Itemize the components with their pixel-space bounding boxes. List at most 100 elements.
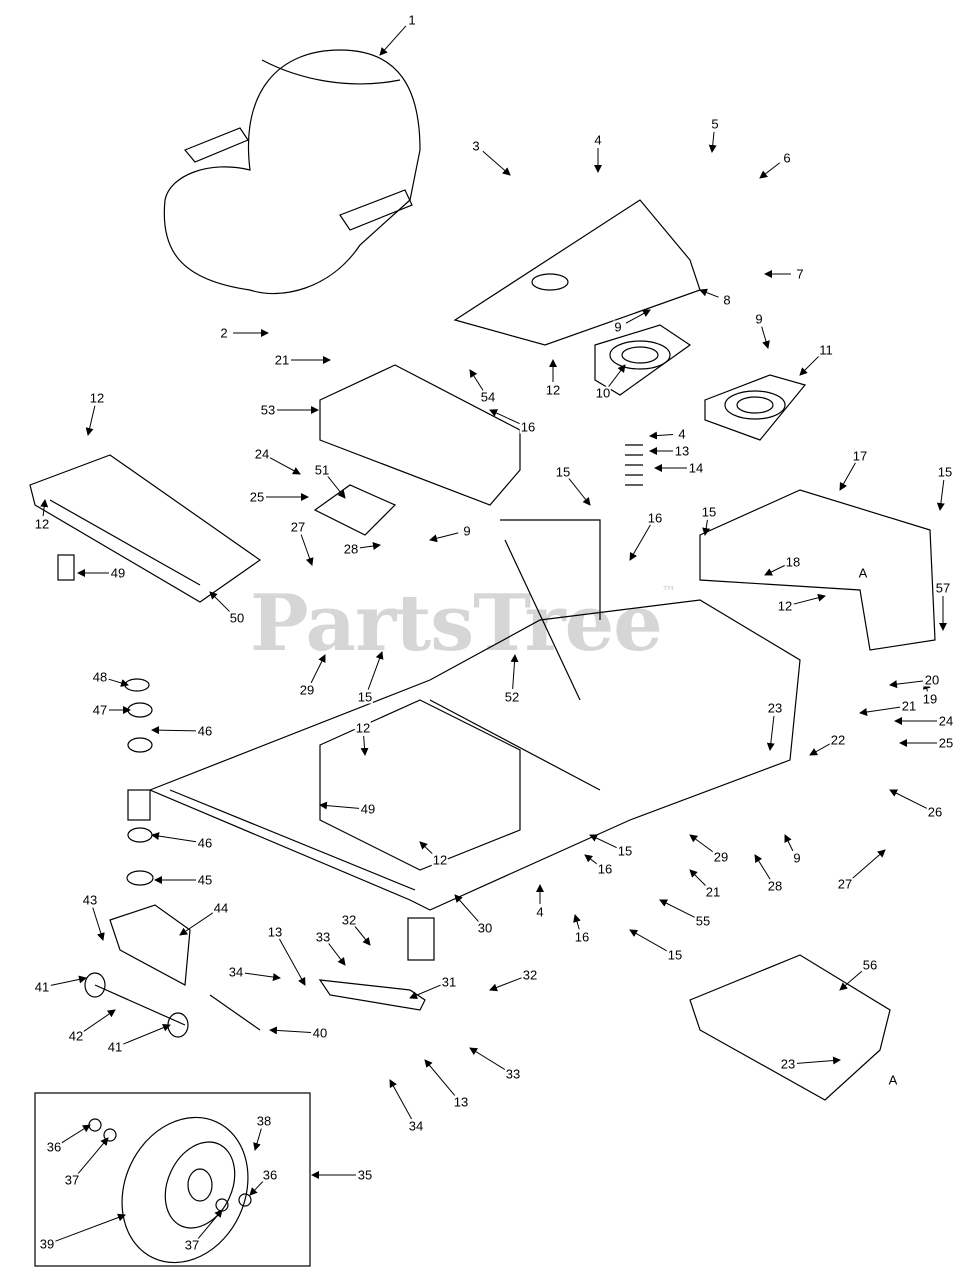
part-callout: 25 (937, 735, 955, 751)
leader-arrow (327, 475, 346, 499)
leader-arrow (310, 654, 326, 684)
leader-arrow (249, 1180, 264, 1196)
part-callout: 13 (266, 924, 284, 940)
leader-arrow (123, 1023, 171, 1045)
pivot-bar (318, 979, 426, 1011)
leader-arrow (708, 131, 717, 153)
leader-arrow (151, 832, 197, 843)
part-callout: 4 (677, 426, 687, 442)
part-callout: 12 (431, 852, 449, 868)
part-callout: 32 (340, 912, 358, 928)
part-callout: 40 (311, 1025, 329, 1041)
part-callout: 16 (646, 510, 664, 526)
part-callout: 46 (196, 835, 214, 851)
leader-arrow (319, 801, 360, 810)
guard-plate (689, 954, 891, 1101)
part-callout: 37 (183, 1237, 201, 1253)
part-callout: 1 (407, 12, 417, 28)
leader-arrow (889, 789, 928, 809)
leader-arrow (793, 593, 826, 605)
part-callout: 31 (440, 974, 458, 990)
leader-arrow (269, 457, 301, 475)
part-callout: 35 (356, 1167, 374, 1183)
leader-arrow (360, 735, 369, 756)
part-callout: 16 (573, 929, 591, 945)
leader-arrow (573, 914, 581, 930)
part-callout: 19 (921, 691, 939, 707)
leader-arrow (889, 680, 924, 689)
part-callout: 36 (261, 1167, 279, 1183)
part-callout: 12 (33, 516, 51, 532)
part-callout: 38 (255, 1113, 273, 1129)
leader-arrow (409, 984, 441, 999)
part-callout: 16 (596, 861, 614, 877)
part-callout: 16 (519, 419, 537, 435)
leader-arrow (759, 162, 781, 179)
leader-arrow (608, 364, 626, 388)
part-callout: 8 (722, 292, 732, 308)
leader-arrow (629, 524, 651, 561)
part-callout: 28 (342, 541, 360, 557)
part-callout: A (887, 1072, 899, 1088)
part-callout: A (857, 565, 869, 581)
part-callout: 2 (219, 325, 229, 341)
part-callout: 5 (710, 116, 720, 132)
part-callout: 54 (479, 389, 497, 405)
leader-arrow (589, 834, 618, 849)
part-callout: 17 (851, 448, 869, 464)
part-callout: 34 (407, 1118, 425, 1134)
part-callout: 50 (228, 610, 246, 626)
main-frame (148, 519, 801, 961)
part-callout: 12 (354, 720, 372, 736)
leader-arrow (764, 564, 786, 576)
part-callout: 41 (33, 979, 51, 995)
leader-arrow (419, 841, 434, 856)
seat (163, 49, 421, 295)
leader-arrow (489, 409, 520, 425)
part-callout: 24 (253, 446, 271, 462)
part-callout: 26 (926, 804, 944, 820)
leader-arrow (40, 499, 49, 517)
leader-arrow (796, 1056, 841, 1065)
part-callout: 6 (782, 150, 792, 166)
leader-arrow (197, 1209, 223, 1240)
part-callout: 9 (754, 311, 764, 327)
part-callout: 51 (313, 462, 331, 478)
part-callout: 18 (784, 554, 802, 570)
part-callout: 27 (836, 876, 854, 892)
leader-arrow (659, 899, 696, 918)
part-callout: 34 (227, 964, 245, 980)
leader-arrow (568, 477, 591, 506)
wheel-inset-box (34, 1092, 311, 1267)
part-callout: 23 (766, 700, 784, 716)
leader-arrow (482, 150, 511, 176)
leader-arrow (629, 929, 668, 952)
part-callout: 43 (81, 892, 99, 908)
leader-arrow (784, 834, 794, 852)
leader-arrow (269, 1026, 312, 1035)
seat-plate (453, 199, 701, 346)
part-callout: 33 (314, 929, 332, 945)
leader-arrow (389, 1079, 413, 1120)
part-callout: 32 (521, 967, 539, 983)
leader-arrow (328, 942, 346, 966)
leader-arrow (179, 911, 214, 936)
part-callout: 23 (779, 1056, 797, 1072)
part-callout: 13 (673, 443, 691, 459)
leader-arrow (702, 519, 711, 536)
leader-arrow (85, 405, 96, 436)
part-callout: 15 (700, 504, 718, 520)
part-callout: 9 (792, 850, 802, 866)
watermark: PartsTree™ (250, 578, 676, 669)
part-callout: 55 (694, 913, 712, 929)
part-callout: 52 (503, 689, 521, 705)
part-callout: 15 (666, 947, 684, 963)
footrest (29, 454, 262, 603)
leader-arrow (839, 462, 856, 491)
caster-fork (84, 678, 261, 1038)
part-callout: 12 (88, 390, 106, 406)
part-callout: 46 (196, 723, 214, 739)
part-callout: 49 (359, 801, 377, 817)
part-callout: 45 (196, 872, 214, 888)
